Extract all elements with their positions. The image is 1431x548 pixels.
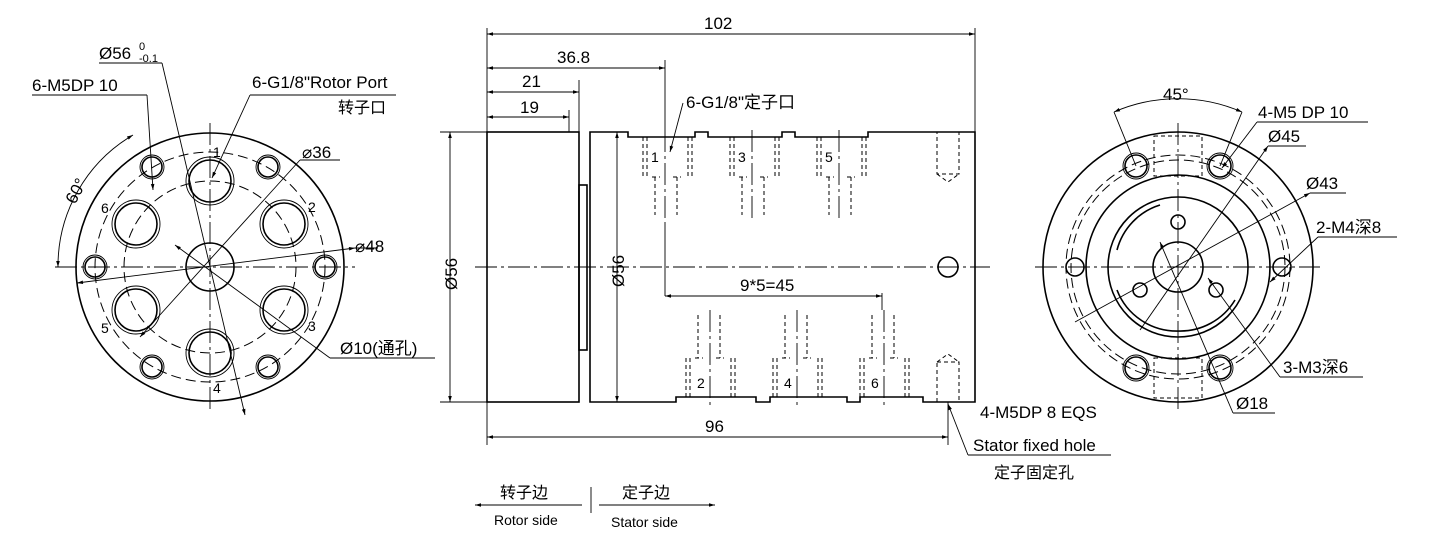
m3-hole — [1208, 282, 1224, 298]
m4-label: 2-M4深8 — [1316, 218, 1381, 237]
rotor-port-label: 6-G1/8"Rotor Port — [252, 73, 388, 92]
tolerance-lower: -0.1 — [139, 53, 158, 65]
port-number: 2 — [308, 199, 316, 215]
m3-hole — [1132, 282, 1148, 298]
stator-hole-label-1: 4-M5DP 8 EQS — [980, 403, 1097, 422]
dim-21-label: 21 — [522, 72, 541, 91]
port-number: 4 — [213, 380, 221, 396]
dim-line-56 — [161, 62, 246, 416]
d45-label: Ø45 — [1268, 127, 1300, 146]
front-view: 1 2 3 4 5 6 Ø56 0 -0.1 6-M5DP 10 6-G1/8"… — [32, 41, 435, 416]
m3-label: 3-M3深6 — [1283, 358, 1348, 377]
m4-hole — [1272, 257, 1292, 277]
side-legend: 转子边 Rotor side 定子边 Stator side — [475, 484, 715, 530]
stator-side-cn: 定子边 — [622, 484, 670, 502]
rear-view: 45° 4-M5 DP 10 Ø45 Ø43 2-M4深8 3-M3深6 Ø18 — [1035, 85, 1397, 414]
rotor-side-cn: 转子边 — [500, 484, 548, 502]
leader-stator-port — [669, 102, 684, 153]
dim-19-label: 19 — [520, 98, 539, 117]
pcd-43-circle — [1070, 159, 1286, 375]
outer-circle — [1042, 131, 1314, 403]
m4-hole — [1065, 257, 1085, 277]
dim-dia-right-label: Ø56 — [609, 255, 628, 287]
dim-dia-left-label: Ø56 — [442, 258, 461, 290]
dim-102-label: 102 — [704, 14, 732, 33]
rotor-side-en: Rotor side — [494, 512, 558, 528]
rotor-port-cn-label: 转子口 — [338, 99, 386, 117]
leader-m5 — [146, 94, 155, 191]
port-number: 3 — [308, 318, 316, 334]
pcd-48-label: ⌀48 — [355, 237, 384, 256]
port-number: 1 — [213, 144, 221, 160]
port-number: 2 — [697, 375, 705, 391]
port-number: 3 — [738, 149, 746, 165]
port-number: 6 — [871, 375, 879, 391]
mount-holes-label: 6-M5DP 10 — [32, 76, 118, 95]
leader-m5 — [1221, 121, 1258, 169]
stator-side-en: Stator side — [611, 514, 678, 530]
outer-dia-label: Ø56 — [99, 44, 131, 63]
dim-line-10 — [174, 244, 331, 359]
angle-label: 60° — [62, 175, 91, 207]
hidden-port — [1153, 135, 1203, 177]
dim-96-label: 96 — [705, 417, 724, 436]
top-hidden-ports — [642, 130, 867, 222]
leader-rotor-port — [211, 94, 251, 179]
port-number: 4 — [784, 375, 792, 391]
d43-label: Ø43 — [1306, 174, 1338, 193]
side-hole — [937, 256, 959, 278]
pcd-36-label: ⌀36 — [302, 143, 331, 162]
leader-m3 — [1207, 277, 1281, 378]
leader-m4 — [1269, 236, 1319, 283]
rotor-ports — [111, 156, 309, 378]
hidden-port — [1153, 357, 1203, 399]
angle-45-label: 45° — [1163, 85, 1189, 104]
rotor-shaft — [578, 184, 588, 351]
stator-body — [589, 131, 976, 403]
port-number: 6 — [101, 200, 109, 216]
leader-d45 — [1139, 145, 1269, 331]
inner-circle — [1085, 174, 1271, 360]
port-number: 1 — [651, 149, 659, 165]
d18-label: Ø18 — [1236, 394, 1268, 413]
stator-port-label: 6-G1/8"定子口 — [686, 93, 795, 112]
bottom-hidden-ports — [685, 310, 910, 405]
stator-hole-label-3: 定子固定孔 — [994, 464, 1074, 482]
leader-d43 — [1074, 192, 1311, 323]
shaft-circle — [1107, 196, 1249, 338]
slot-arc — [1116, 204, 1161, 251]
side-view: 1 3 5 2 4 6 102 36.8 21 19 Ø56 Ø56 9*5=4… — [440, 14, 1111, 482]
leader-d18 — [1159, 241, 1234, 414]
m5-label: 4-M5 DP 10 — [1258, 103, 1348, 122]
dim-line-36 — [139, 159, 301, 338]
stator-hole-label-2: Stator fixed hole — [973, 436, 1096, 455]
dim-pitch-label: 9*5=45 — [740, 276, 794, 295]
dim-36-8-label: 36.8 — [557, 48, 590, 67]
rotor-body — [486, 131, 580, 403]
dim-line-48 — [76, 246, 356, 285]
slot-arc — [1116, 289, 1236, 332]
rear-mount-holes — [1122, 152, 1234, 382]
port-number: 5 — [101, 320, 109, 336]
m3-hole — [1170, 214, 1186, 230]
center-bore — [1152, 241, 1204, 293]
leader-stator-hole — [947, 403, 969, 456]
angle-arc-45 — [1113, 98, 1243, 113]
angle-arc-60 — [56, 134, 134, 268]
bore-label: Ø10(通孔) — [340, 339, 417, 358]
tolerance-upper: 0 — [139, 41, 145, 53]
port-number: 5 — [825, 149, 833, 165]
